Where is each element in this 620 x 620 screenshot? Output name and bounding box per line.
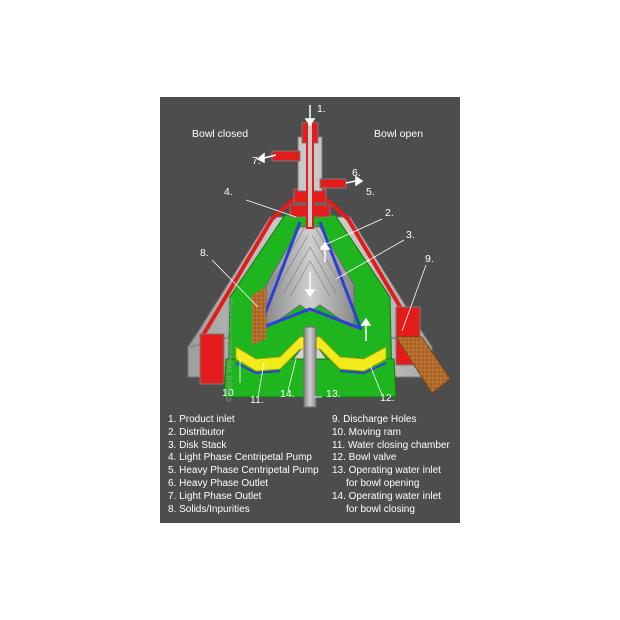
legend-item: 11. Water closing chamber (332, 439, 450, 451)
legend-item: 10. Moving ram (332, 426, 401, 438)
callout-4: 4. (224, 186, 233, 198)
callout-5: 5. (366, 186, 375, 198)
hood-casing-left (200, 195, 298, 339)
legend-item: 5. Heavy Phase Centripetal Pump (168, 465, 319, 477)
callout-12: 12. (380, 392, 395, 404)
legend-item: 2. Distributor (168, 426, 225, 438)
caption-bowl-closed: Bowl closed (192, 128, 249, 140)
heavy-phase-outlet (319, 178, 347, 189)
legend-item: 1. Product inlet (168, 414, 235, 425)
callout-10: 10 (222, 387, 234, 399)
legend-item: 7. Light Phase Outlet (168, 490, 262, 502)
flow-arrows (256, 105, 372, 341)
legend-item-continued: for bowl closing (346, 503, 415, 515)
legend-item-continued: for bowl opening (346, 477, 420, 489)
inlet-tube-core (308, 121, 312, 227)
distributor-blue (258, 221, 362, 328)
legend-item: 8. Solids/Inpurities (168, 503, 250, 515)
legend-item: 13. Operating water inlet (332, 465, 441, 477)
callout-13: 13. (326, 388, 341, 400)
callout-8: 8. (200, 247, 209, 259)
distributor-base-blue (257, 307, 363, 331)
water-chamber-left (235, 362, 281, 375)
diagram-panel: Bowl closed Bowl open 1. 2. 3. 4. 5. 6. … (160, 97, 460, 523)
copyright-text: © Seital Separation Technology (224, 297, 234, 402)
callout-7: 7. (252, 155, 261, 167)
hood-casing-right (322, 195, 420, 339)
callout-1: 1. (317, 103, 326, 115)
leader-lines (211, 199, 427, 398)
callout-9: 9. (425, 253, 434, 265)
moving-ram-yellow (235, 336, 387, 372)
legend-item: 14. Operating water inlet (332, 490, 441, 502)
legend-item: 4. Light Phase Centripetal Pump (168, 452, 312, 464)
callout-2: 2. (385, 207, 394, 219)
legend-item: 9. Discharge Holes (332, 414, 417, 425)
callout-11: 11. (250, 394, 264, 406)
legend-item: 3. Disk Stack (168, 439, 227, 451)
water-chamber-right (339, 362, 387, 375)
left-base-red (199, 333, 225, 385)
spindle (303, 326, 317, 408)
legend-item: 12. Bowl valve (332, 452, 397, 464)
legend-right: 9. Discharge Holes 10. Moving ram 11. Wa… (332, 414, 450, 516)
separator-cutaway-diagram (187, 105, 451, 408)
light-phase-outlet (271, 150, 301, 162)
legend-left: 1. Product inlet 2. Distributor 3. Disk … (168, 414, 319, 516)
callout-14: 14. (280, 388, 295, 400)
callout-3: 3. (406, 229, 415, 241)
solids-discharge-right (395, 336, 451, 394)
legend-item: 6. Heavy Phase Outlet (168, 477, 269, 489)
solids-left (252, 287, 266, 345)
caption-bowl-open: Bowl open (374, 128, 424, 140)
callout-6: 6. (352, 167, 361, 179)
